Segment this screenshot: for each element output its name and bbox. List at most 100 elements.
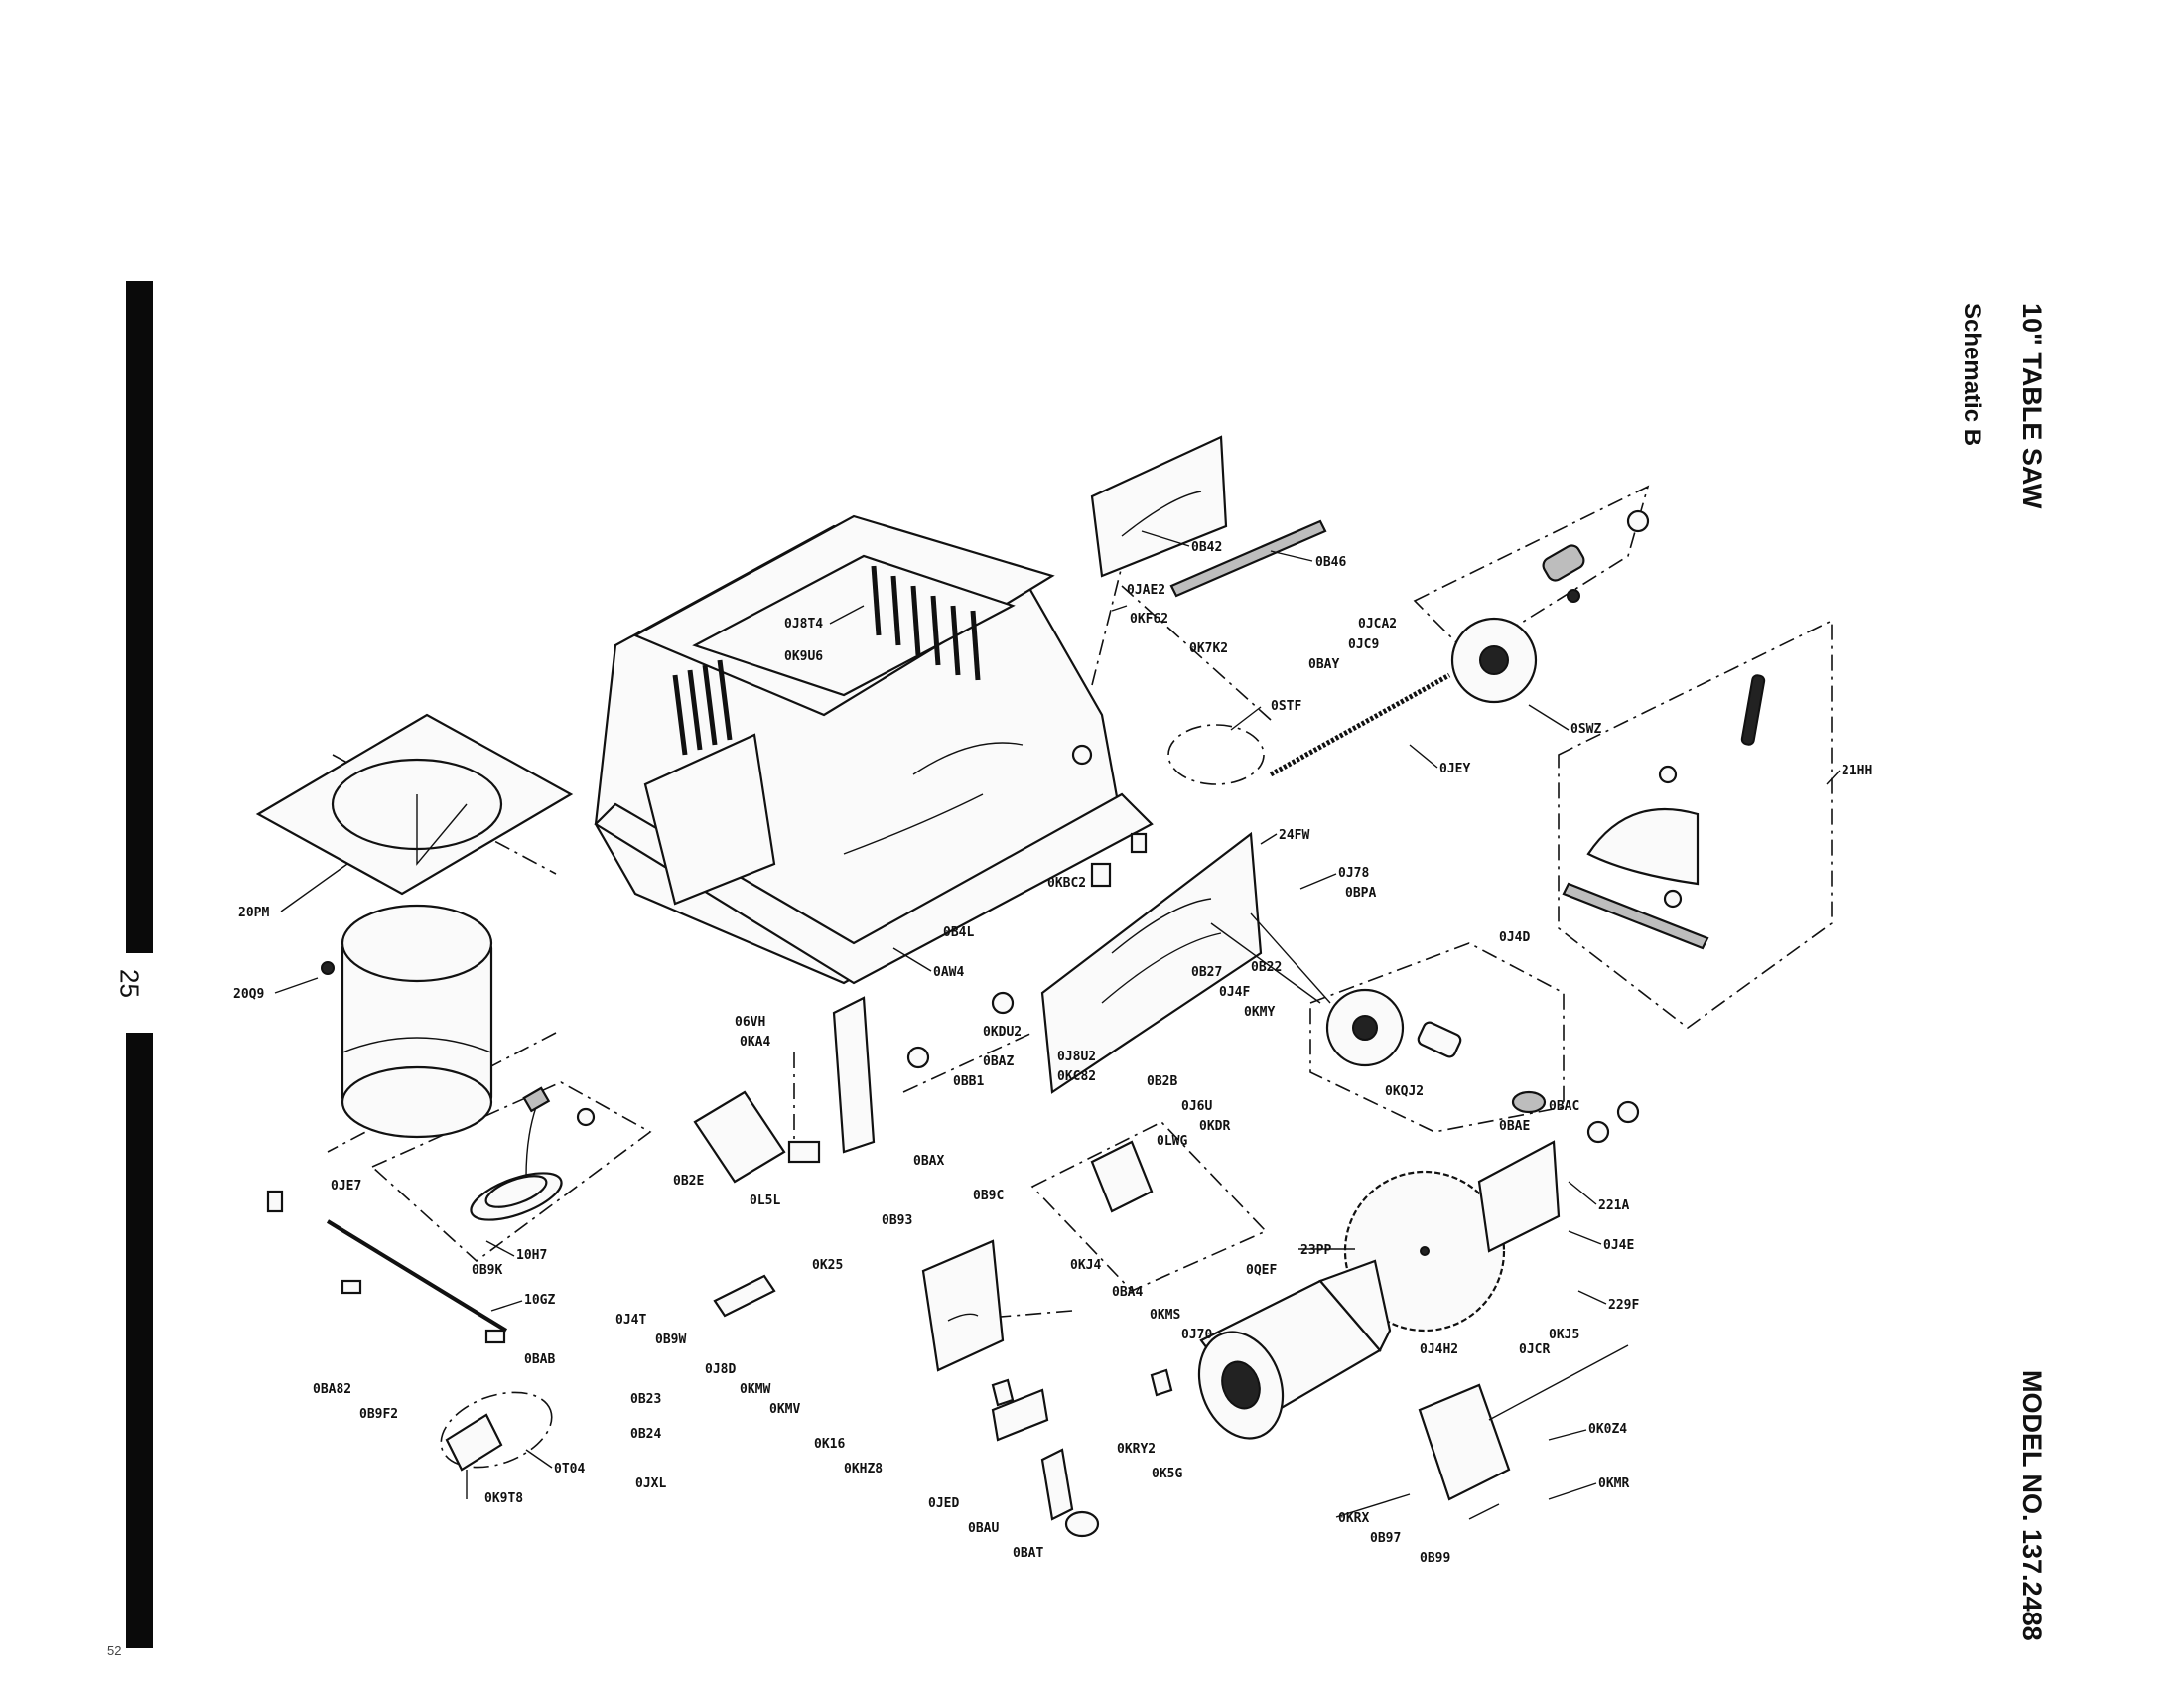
label-0K5G: 0K5G bbox=[1152, 1467, 1182, 1481]
label-0B4L: 0B4L bbox=[943, 925, 974, 940]
label-0B2E: 0B2E bbox=[673, 1174, 704, 1189]
miter-gauge bbox=[1562, 674, 1766, 950]
label-24FW: 24FW bbox=[1279, 828, 1309, 843]
label-20PM: 20PM bbox=[238, 906, 269, 920]
label-0K25: 0K25 bbox=[812, 1258, 843, 1273]
label-0KDR: 0KDR bbox=[1199, 1119, 1230, 1134]
blade-and-motor bbox=[1197, 1100, 1640, 1520]
label-0AW4: 0AW4 bbox=[933, 965, 964, 980]
label-0J70: 0J70 bbox=[1181, 1328, 1212, 1342]
label-0K9U6: 0K9U6 bbox=[784, 649, 823, 664]
label-221A: 221A bbox=[1598, 1198, 1629, 1213]
label-0KDU2: 0KDU2 bbox=[983, 1025, 1022, 1040]
label-0BAC: 0BAC bbox=[1549, 1099, 1579, 1114]
label-0KA4: 0KA4 bbox=[740, 1035, 770, 1050]
label-0JC9: 0JC9 bbox=[1348, 637, 1379, 652]
label-0B27: 0B27 bbox=[1191, 965, 1222, 980]
label-0BAZ: 0BAZ bbox=[983, 1054, 1014, 1069]
saw-cabinet bbox=[594, 514, 1154, 985]
bevel-lock-outline bbox=[1167, 724, 1265, 785]
label-0STF: 0STF bbox=[1271, 699, 1301, 714]
label-0BAE: 0BAE bbox=[1499, 1119, 1530, 1134]
switch-assembly bbox=[693, 991, 1154, 1213]
label-0BPA: 0BPA bbox=[1345, 886, 1376, 901]
lower-handwheel-assembly bbox=[1250, 912, 1547, 1114]
label-0B23: 0B23 bbox=[630, 1392, 661, 1407]
page-edge-bar-bottom bbox=[126, 1033, 153, 1648]
label-0BAX: 0BAX bbox=[913, 1154, 944, 1169]
label-0T04: 0T04 bbox=[554, 1462, 585, 1476]
label-0J4F: 0J4F bbox=[1219, 985, 1250, 1000]
label-0KMY: 0KMY bbox=[1244, 1005, 1275, 1020]
label-0B42: 0B42 bbox=[1191, 540, 1222, 555]
label-229F: 229F bbox=[1608, 1298, 1639, 1313]
blade-raise-group-outline bbox=[1309, 942, 1565, 1133]
label-0J4H2: 0J4H2 bbox=[1420, 1342, 1458, 1357]
leader-lines bbox=[274, 530, 1841, 1518]
label-0J4T: 0J4T bbox=[615, 1313, 646, 1328]
label-0J4E: 0J4E bbox=[1603, 1238, 1634, 1253]
label-0KC82: 0KC82 bbox=[1057, 1069, 1096, 1084]
label-0B46: 0B46 bbox=[1315, 555, 1346, 570]
label-0B97: 0B97 bbox=[1370, 1531, 1401, 1546]
label-0J8U2: 0J8U2 bbox=[1057, 1050, 1096, 1064]
label-06VH: 06VH bbox=[735, 1015, 765, 1030]
label-0JE7: 0JE7 bbox=[331, 1179, 361, 1193]
label-0L5L: 0L5L bbox=[750, 1193, 780, 1208]
dashed-group-outlines bbox=[327, 485, 1833, 1469]
label-0KBC2: 0KBC2 bbox=[1047, 876, 1086, 891]
label-0BAT: 0BAT bbox=[1013, 1546, 1043, 1561]
elevation-bracket bbox=[921, 1239, 1005, 1372]
label-0JCR: 0JCR bbox=[1519, 1342, 1550, 1357]
label-0B99: 0B99 bbox=[1420, 1551, 1450, 1566]
label-0KF62: 0KF62 bbox=[1130, 612, 1168, 627]
handle-knob bbox=[1542, 544, 1585, 582]
label-0K9T8: 0K9T8 bbox=[484, 1491, 523, 1506]
miter-gauge-group-outline bbox=[1558, 619, 1833, 1029]
label-0BAY: 0BAY bbox=[1308, 657, 1339, 672]
corner-mark: 52 bbox=[107, 1643, 122, 1658]
label-0B2B: 0B2B bbox=[1147, 1074, 1177, 1089]
label-0B9W: 0B9W bbox=[655, 1333, 686, 1347]
part-labels: 0B42 0B46 0JAE2 0KF62 0J8T4 0K9U6 0JCA2 … bbox=[233, 540, 1872, 1566]
label-0J8T4: 0J8T4 bbox=[784, 617, 823, 632]
label-0J6U: 0J6U bbox=[1181, 1099, 1212, 1114]
throat-plate bbox=[1090, 435, 1228, 578]
label-0KHZ8: 0KHZ8 bbox=[844, 1462, 883, 1476]
label-0K7K2: 0K7K2 bbox=[1189, 641, 1228, 656]
lever-group-outline bbox=[440, 1391, 553, 1469]
label-0B22: 0B22 bbox=[1251, 960, 1282, 975]
front-panel bbox=[1040, 831, 1321, 1094]
label-0KRX: 0KRX bbox=[1338, 1511, 1369, 1526]
elevation-link bbox=[1040, 1448, 1074, 1521]
miter-gauge-head bbox=[1586, 807, 1700, 886]
label-23PP: 23PP bbox=[1300, 1243, 1331, 1258]
label-0B9F2: 0B9F2 bbox=[359, 1407, 398, 1422]
elevation-assembly bbox=[713, 1239, 1173, 1538]
label-21HH: 21HH bbox=[1842, 764, 1872, 778]
label-0B9K: 0B9K bbox=[472, 1263, 502, 1278]
upper-handwheel-assembly bbox=[1269, 509, 1650, 777]
cabinet-access-door bbox=[643, 733, 776, 906]
label-0JXL: 0JXL bbox=[635, 1476, 666, 1491]
label-0SWZ: 0SWZ bbox=[1570, 722, 1601, 737]
label-0KMW: 0KMW bbox=[740, 1382, 770, 1397]
cabinet-inner-well bbox=[692, 554, 1016, 697]
switch-box bbox=[693, 1090, 786, 1184]
label-0KMS: 0KMS bbox=[1150, 1308, 1180, 1323]
cabinet-handle-slot bbox=[912, 742, 1024, 775]
motor-mount-bracket bbox=[1418, 1383, 1511, 1501]
label-0JAE2: 0JAE2 bbox=[1127, 583, 1165, 598]
label-0JED: 0JED bbox=[928, 1496, 959, 1511]
label-0JCA2: 0JCA2 bbox=[1358, 617, 1397, 632]
label-10GZ: 10GZ bbox=[524, 1293, 555, 1308]
label-0KJ5: 0KJ5 bbox=[1549, 1328, 1579, 1342]
label-0KMV: 0KMV bbox=[769, 1402, 800, 1417]
label-0BA82: 0BA82 bbox=[313, 1382, 351, 1397]
label-0J78: 0J78 bbox=[1338, 866, 1369, 881]
label-10H7: 10H7 bbox=[516, 1248, 547, 1263]
label-0BB1: 0BB1 bbox=[953, 1074, 984, 1089]
throat-plate-assembly bbox=[1090, 435, 1327, 598]
lead-screw bbox=[1269, 672, 1451, 777]
label-0BA4: 0BA4 bbox=[1112, 1285, 1143, 1300]
